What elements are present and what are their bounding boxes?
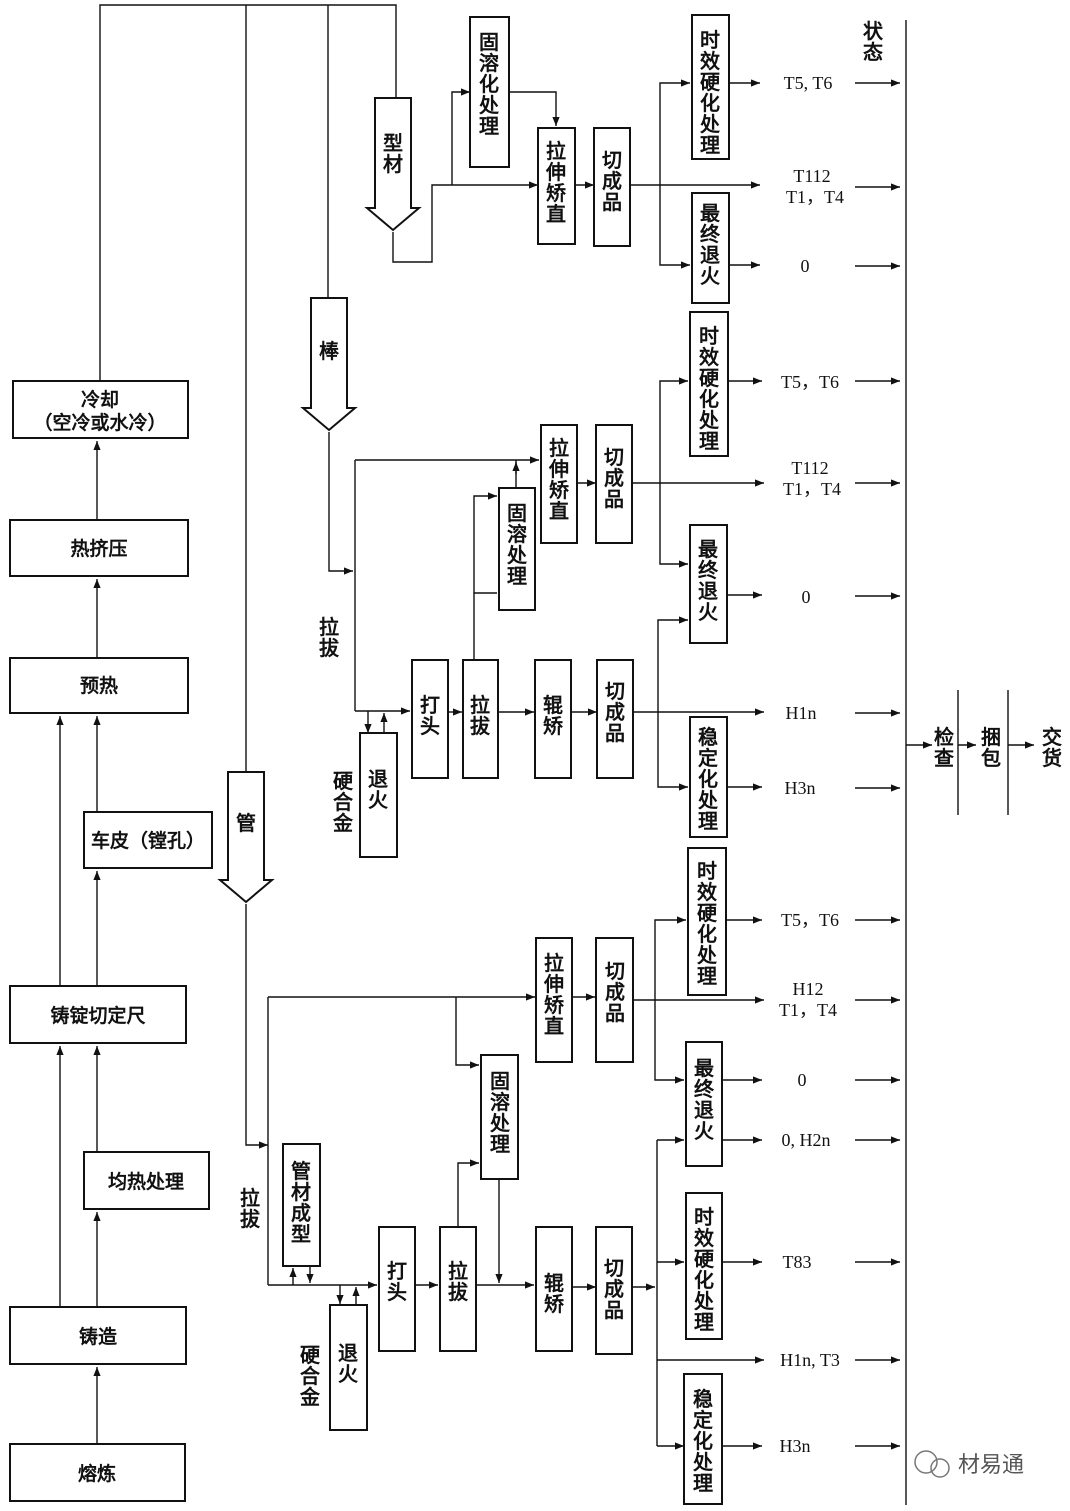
profile-arrow-label: 型材 [383, 131, 403, 176]
tube-cut-box-1: 切成品 [605, 959, 625, 1025]
bar-anneal-box: 退火 [368, 767, 389, 812]
tube-stabilizing-box: 稳定化处理 [692, 1387, 714, 1495]
tube-hard-alloy-label: 硬合金 [299, 1343, 321, 1409]
tube-stretch-box: 拉伸矫直 [543, 951, 564, 1038]
tube-solution-box: 固溶处理 [489, 1069, 511, 1156]
profile-aging-box: 时效硬化处理 [699, 28, 721, 157]
bar-stretch-box: 拉伸矫直 [548, 436, 569, 523]
state-bar-t112: T112 [791, 458, 828, 478]
state-profile-t5t6: T5, T6 [784, 73, 833, 93]
inspection-step: 检查 [934, 725, 954, 770]
state-bar-t5t6: T5，T6 [781, 372, 839, 392]
bar-section: 拉拔 退火 硬合金 打头 拉拔 固溶处理 拉伸矫直 切成品 时效硬化处理 最终退… [319, 311, 764, 858]
bundling-step: 捆包 [981, 725, 1001, 770]
tube-pointing-box: 打头 [387, 1259, 407, 1304]
tube-arrow-label: 管 [236, 811, 256, 835]
state-tube-t1t4: T1，T4 [779, 1000, 837, 1020]
tube-drawing-label: 拉拔 [240, 1186, 261, 1231]
state-profile-t1t4: T1，T4 [786, 187, 844, 207]
state-bar-h3n: H3n [785, 778, 816, 798]
hot-extrusion-box: 热挤压 [70, 537, 127, 560]
state-profile-t112: T112 [793, 166, 830, 186]
left-process-chain: 熔炼 铸造 均热处理 铸锭切定尺 车皮（镗孔） 预热 热挤压 冷却 （空冷或水冷… [9, 4, 397, 1502]
bar-hard-alloy-label: 硬合金 [332, 769, 354, 835]
bar-cut-box-2: 切成品 [605, 679, 625, 745]
state-tube-h12: H12 [793, 979, 824, 999]
state-profile-o: 0 [801, 256, 810, 276]
cooling-note: （空冷或水冷） [33, 411, 166, 434]
state-tube-o-h2n: 0, H2n [782, 1130, 831, 1150]
bar-arrow-label: 棒 [319, 339, 340, 363]
cooling-box: 冷却 [81, 388, 119, 411]
state-bar-h1n: H1n [786, 703, 817, 723]
state-tube-h1n-t3: H1n, T3 [780, 1350, 840, 1370]
profile-solution-box: 固溶化处理 [478, 30, 500, 138]
tube-anneal-box: 退火 [338, 1341, 359, 1386]
bar-cut-box-1: 切成品 [604, 445, 624, 511]
tube-section: 拉拔 管材成型 退火 硬合金 打头 拉拔 固溶处理 拉伸矫直 切成品 时效硬化处… [240, 847, 764, 1505]
profile-final-anneal-box: 最终退火 [700, 201, 721, 288]
bar-drawing-label: 拉拔 [319, 615, 340, 660]
state-bar-o: 0 [802, 587, 811, 607]
tube-forming-box: 管材成型 [291, 1159, 311, 1246]
casting-box: 铸造 [79, 1325, 118, 1348]
state-tube-t5t6: T5，T6 [781, 910, 839, 930]
homogenizing-box: 均热处理 [108, 1170, 184, 1193]
state-tube-o: 0 [798, 1070, 807, 1090]
watermark-text: 材易通 [958, 1453, 1024, 1478]
state-tube-h3n: H3n [780, 1436, 811, 1456]
scalping-box: 车皮（镗孔） [91, 829, 205, 852]
product-arrows: 型材 棒 管 [217, 97, 422, 904]
profile-section: 固溶化处理 拉伸矫直 切成品 时效硬化处理 最终退火 [392, 14, 760, 304]
state-tube-t83: T83 [783, 1252, 812, 1272]
tube-final-anneal-box: 最终退火 [694, 1056, 715, 1143]
preheating-box: 预热 [80, 674, 118, 697]
tube-cut-box-2: 切成品 [604, 1256, 624, 1322]
profile-cut-box: 切成品 [602, 148, 622, 214]
tube-aging-box: 时效硬化处理 [696, 859, 718, 988]
delivery-step: 交货 [1042, 725, 1062, 770]
bar-roller-box: 辊矫 [543, 693, 563, 738]
state-header: 状态 [863, 19, 884, 64]
bar-drawing-box: 拉拔 [470, 693, 491, 738]
bar-stabilizing-box: 稳定化处理 [697, 725, 719, 833]
bar-solution-box: 固溶处理 [506, 501, 528, 588]
tube-roller-box: 辊矫 [544, 1271, 564, 1316]
ingot-cutting-box: 铸锭切定尺 [50, 1004, 145, 1027]
final-steps: 检查 捆包 交货 [906, 690, 1062, 815]
watermark: 材易通 [914, 1450, 1024, 1478]
profile-stretch-box: 拉伸矫直 [545, 139, 566, 226]
bar-pointing-box: 打头 [420, 693, 440, 738]
bar-final-anneal-box: 最终退火 [698, 537, 719, 624]
tube-aging-box-2: 时效硬化处理 [693, 1205, 715, 1334]
state-bar-t1t4: T1，T4 [783, 479, 841, 499]
melting-box: 熔炼 [78, 1462, 116, 1485]
bar-aging-box: 时效硬化处理 [698, 324, 720, 453]
tube-drawing-box: 拉拔 [448, 1259, 469, 1304]
state-column: 状态 T5, T6 T112 T1，T4 0 T5，T6 T112 T1，T4 … [779, 19, 907, 1505]
